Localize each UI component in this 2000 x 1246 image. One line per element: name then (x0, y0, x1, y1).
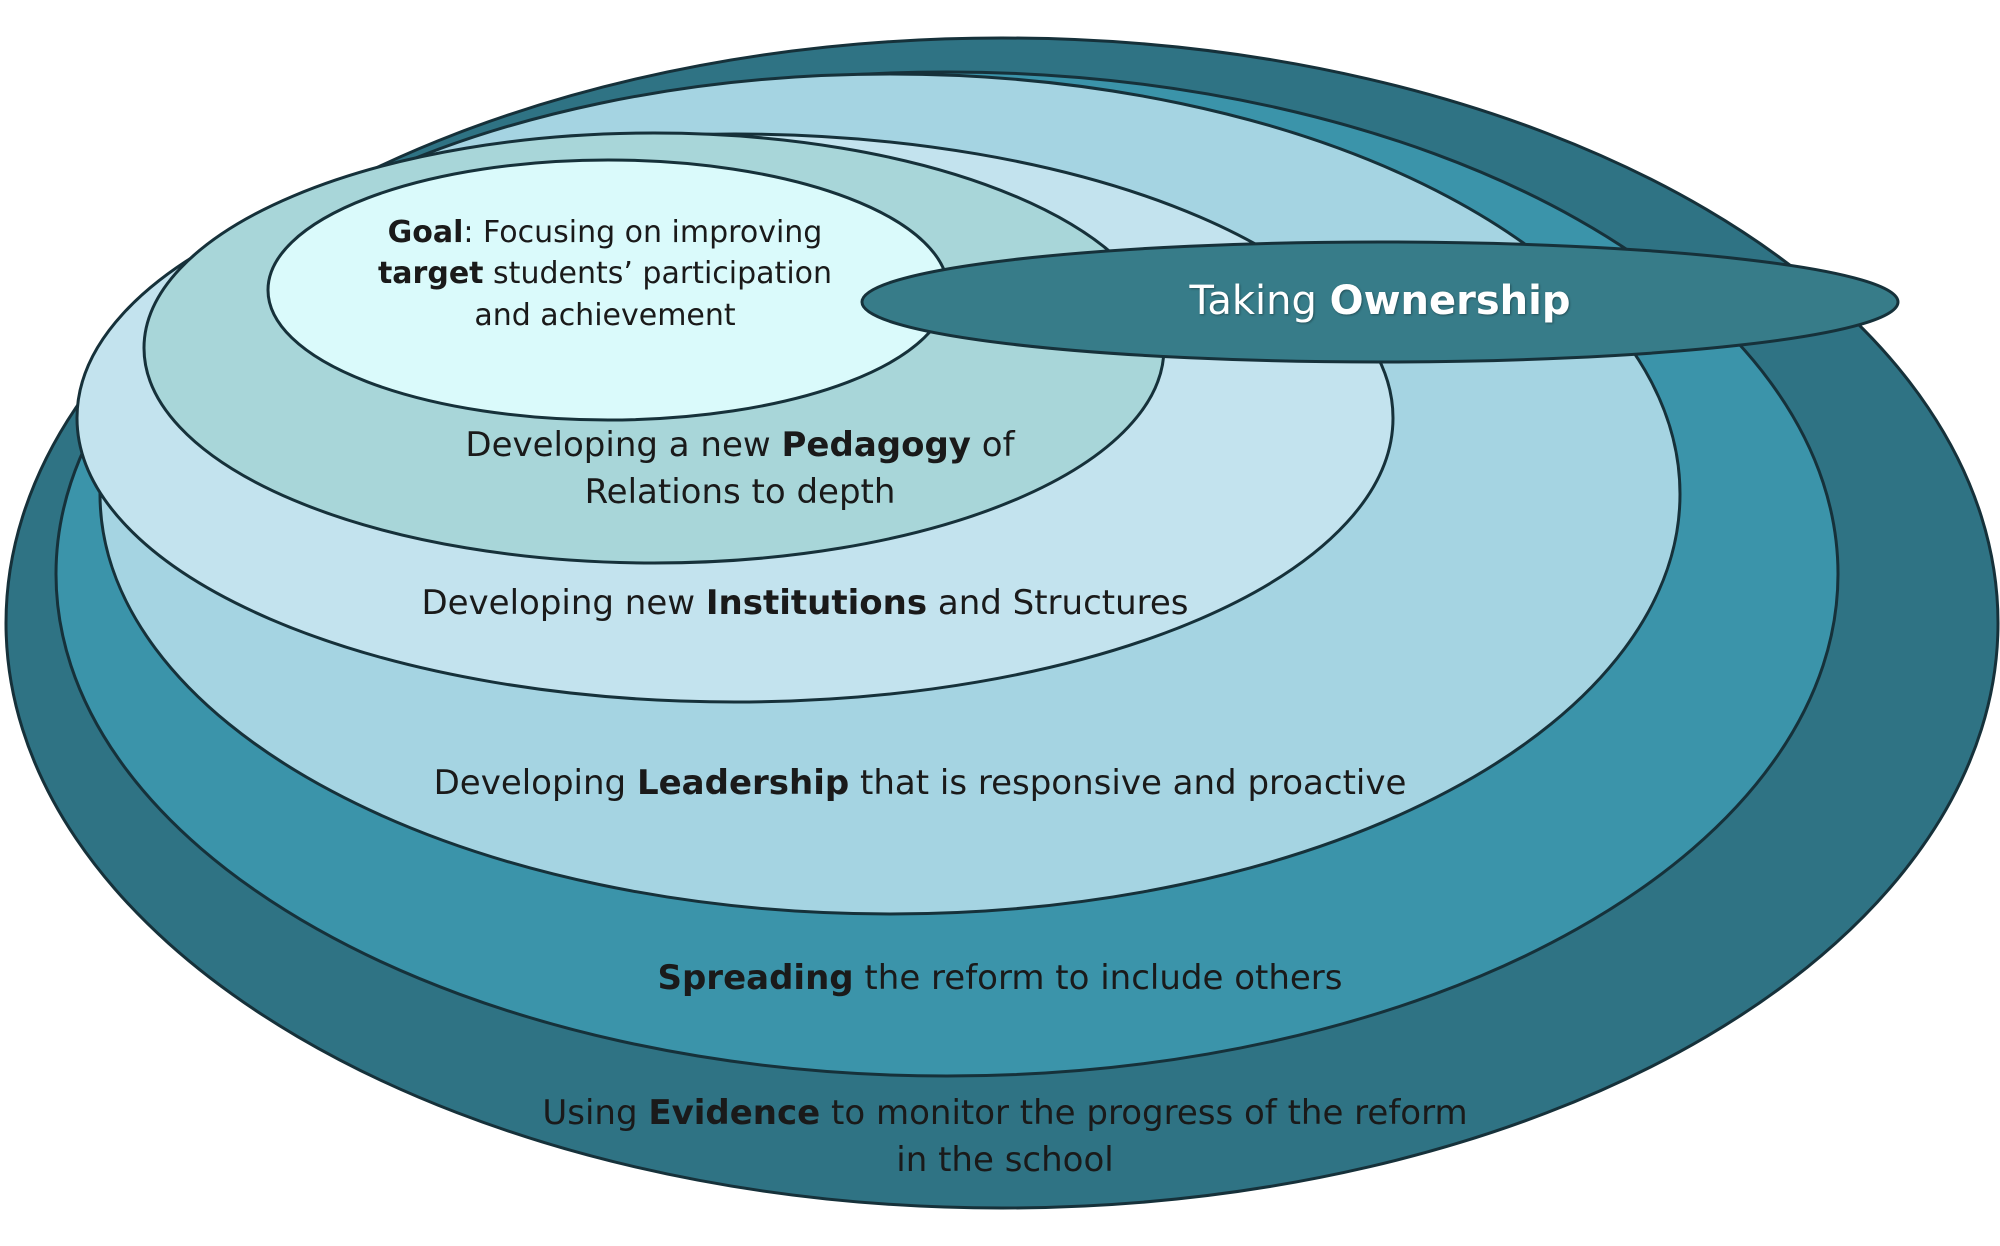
goal-text-2: students’ participation (483, 256, 833, 292)
evidence-label: Using Evidence to monitor the progress o… (460, 1090, 1550, 1184)
pedagogy-text-post: of (970, 425, 1015, 465)
pedagogy-text-line2: Relations to depth (584, 471, 896, 512)
leadership-label: Developing Leadership that is responsive… (390, 760, 1450, 807)
goal-keyword: Goal (387, 215, 464, 250)
spreading-keyword: Spreading (657, 958, 854, 998)
ownership-label: Taking Ownership (1130, 277, 1630, 325)
pedagogy-keyword: Pedagogy (781, 425, 971, 465)
leadership-keyword: Leadership (636, 763, 850, 803)
institutions-text-post: and Structures (927, 583, 1189, 623)
pedagogy-text-pre: Developing a new (465, 425, 782, 465)
evidence-text-line2: in the school (896, 1139, 1114, 1180)
ownership-keyword: Ownership (1329, 278, 1571, 324)
goal-label: Goal: Focusing on improving target stude… (360, 212, 850, 336)
target-keyword: target (377, 256, 484, 292)
evidence-text-post: to monitor the progress of the reform (820, 1093, 1468, 1133)
spreading-label: Spreading the reform to include others (560, 955, 1440, 1002)
goal-text-3: and achievement (474, 297, 736, 333)
evidence-text-pre: Using (542, 1093, 649, 1133)
leadership-text-pre: Developing (433, 763, 637, 803)
pedagogy-label: Developing a new Pedagogy of Relations t… (440, 422, 1040, 516)
institutions-label: Developing new Institutions and Structur… (395, 580, 1215, 627)
spreading-text-post: the reform to include others (853, 958, 1343, 998)
evidence-keyword: Evidence (648, 1093, 821, 1133)
institutions-keyword: Institutions (705, 583, 928, 623)
institutions-text-pre: Developing new (421, 583, 706, 623)
ownership-ellipse (860, 240, 1900, 364)
leadership-text-post: that is responsive and proactive (849, 763, 1407, 803)
ownership-text-pre: Taking (1189, 278, 1330, 324)
goal-text-1: : Focusing on improving (463, 215, 823, 250)
